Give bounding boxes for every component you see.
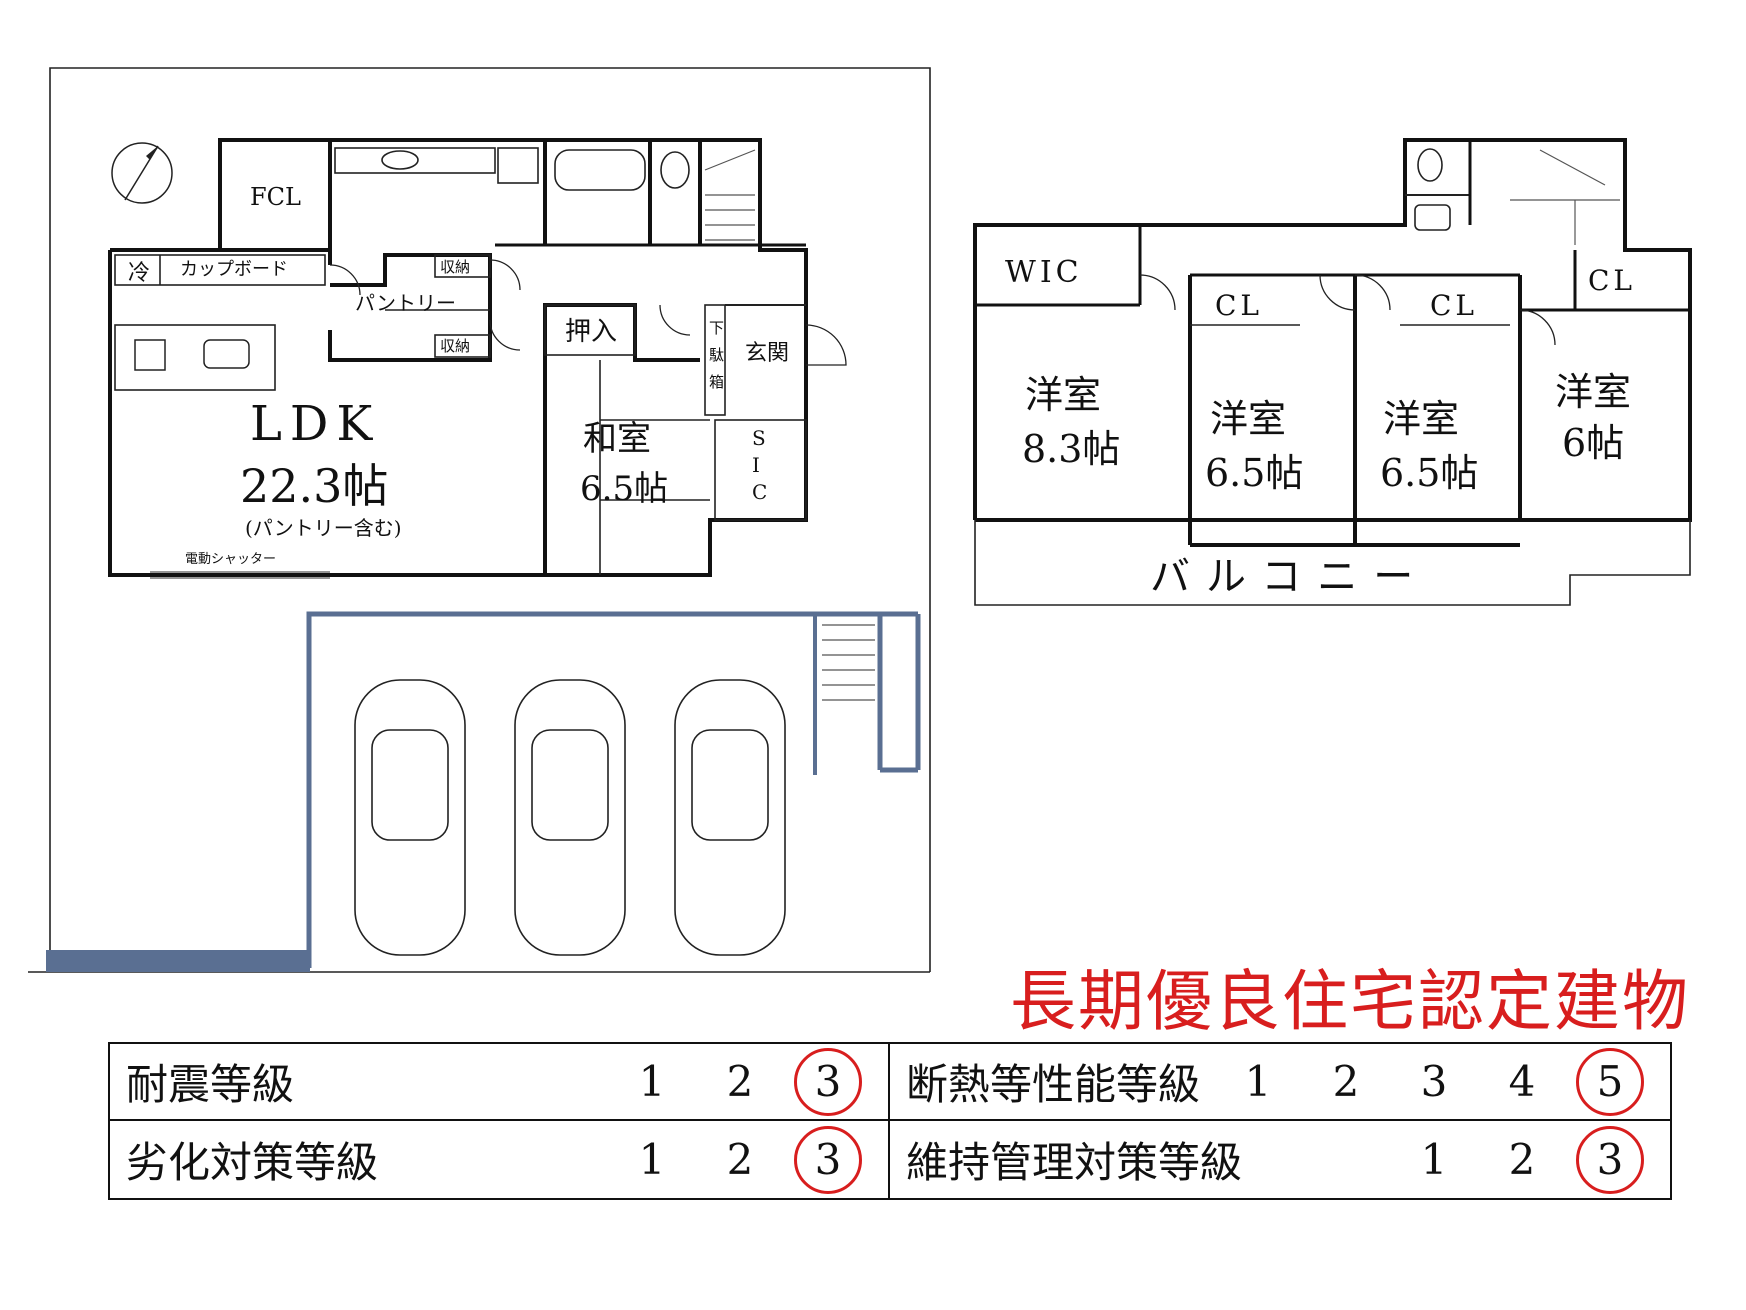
grade-row-insulation: 断熱等性能等級 1 2 3 4 5: [890, 1044, 1670, 1121]
grade-level: 1: [1244, 1057, 1272, 1106]
grade-level: 2: [726, 1135, 754, 1184]
certification-title: 長期優良住宅認定建物: [1010, 963, 1690, 1040]
label-sic-2: I: [752, 453, 760, 477]
label-room1-size: 8.3帖: [1022, 427, 1120, 471]
grade-level: 2: [1508, 1135, 1536, 1184]
grade-row-deterioration: 劣化対策等級 1 2 3: [110, 1121, 890, 1198]
label-cl-2: CL: [1430, 289, 1478, 322]
label-ldk-name: LDK: [250, 396, 380, 452]
grade-level-selected: 3: [1566, 1135, 1654, 1184]
grade-levels: 1 2 3: [1390, 1135, 1654, 1184]
label-pantry: パントリー: [355, 291, 456, 315]
grade-label: 耐震等級: [126, 1060, 295, 1109]
label-cl-3: CL: [1588, 264, 1636, 297]
site-boundary: [28, 67, 931, 973]
label-cupboard: カップボード: [180, 259, 288, 280]
label-sic-3: C: [752, 480, 767, 504]
label-room2-size: 6.5帖: [1205, 451, 1303, 495]
label-ldk-note: (パントリー含む): [245, 516, 402, 540]
label-room4-size: 6帖: [1562, 421, 1624, 465]
label-ldk-size: 22.3帖: [240, 459, 388, 513]
label-fridge: 冷: [128, 261, 150, 286]
label-sic-1: S: [752, 426, 766, 450]
label-room1-name: 洋室: [1025, 373, 1101, 417]
grade-level: 1: [638, 1057, 666, 1106]
parking-cars: [354, 679, 786, 956]
label-cl-1: CL: [1215, 289, 1263, 322]
grade-level-selected: 3: [784, 1135, 872, 1184]
grade-level: 2: [726, 1057, 754, 1106]
floor2-walls: [973, 138, 1692, 606]
label-room2-name: 洋室: [1210, 397, 1286, 441]
north-arrow-icon: [111, 142, 173, 204]
label-storage-bottom: 収納: [440, 337, 470, 355]
label-fcl: FCL: [250, 183, 301, 211]
grade-level: 3: [1420, 1057, 1448, 1106]
grade-label: 劣化対策等級: [126, 1138, 379, 1187]
grade-row-seismic: 耐震等級 1 2 3: [110, 1044, 890, 1121]
label-washitsu-name: 和室: [583, 419, 651, 459]
grade-level: 1: [638, 1135, 666, 1184]
grade-row-maintenance: 維持管理対策等級 1 2 3: [890, 1121, 1670, 1198]
label-getabako-3: 箱: [709, 373, 724, 391]
label-getabako-1: 下: [709, 319, 724, 337]
label-balcony: バルコニー: [1150, 554, 1429, 600]
grade-level-selected: 5: [1566, 1057, 1654, 1106]
label-getabako-2: 駄: [709, 346, 724, 364]
grade-label: 断熱等性能等級: [906, 1060, 1201, 1109]
grade-level: 1: [1420, 1135, 1448, 1184]
label-washitsu-size: 6.5帖: [580, 469, 668, 509]
label-genkan: 玄関: [745, 341, 789, 366]
label-oshiire: 押入: [565, 317, 617, 347]
grade-levels: 1 2 3: [608, 1135, 872, 1184]
label-room3-name: 洋室: [1383, 397, 1459, 441]
exterior-stairs: [822, 624, 875, 701]
grade-label: 維持管理対策等級: [906, 1138, 1243, 1187]
grade-levels: 1 2 3 4 5: [1214, 1057, 1654, 1106]
grade-level: 2: [1332, 1057, 1360, 1106]
label-storage-top: 収納: [440, 258, 470, 276]
grade-level-selected: 3: [784, 1057, 872, 1106]
label-wic: WIC: [1005, 255, 1083, 290]
label-room4-name: 洋室: [1555, 370, 1631, 414]
performance-grade-table: 耐震等級 1 2 3 断熱等性能等級 1 2 3 4 5 劣化対策等級 1 2 …: [108, 1042, 1672, 1200]
grade-level: 4: [1508, 1057, 1536, 1106]
floor1-walls: [108, 138, 847, 579]
grade-levels: 1 2 3: [608, 1057, 872, 1106]
label-room3-size: 6.5帖: [1380, 451, 1478, 495]
label-shutter: 電動シャッター: [185, 552, 276, 567]
